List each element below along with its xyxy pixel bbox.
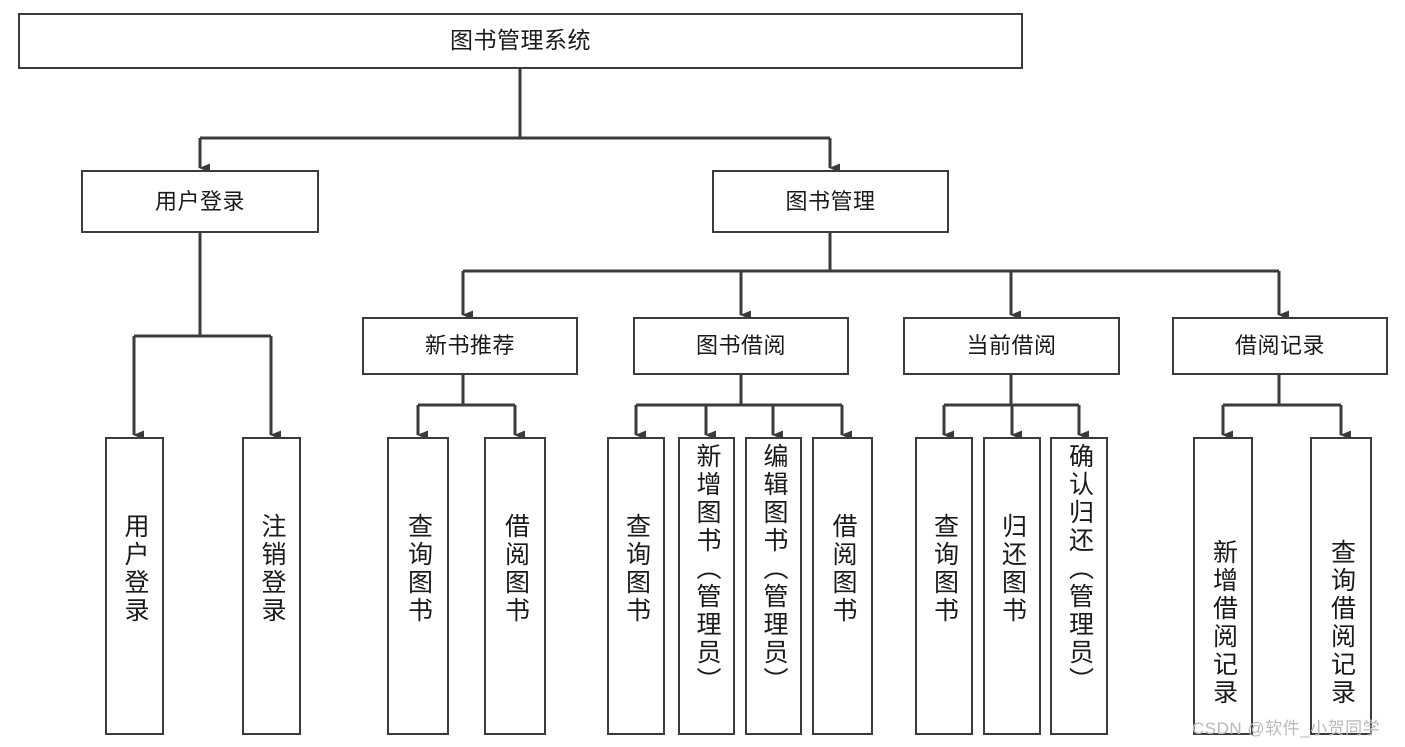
node-user-login: 用户登录 [81, 170, 319, 233]
node-root: 图书管理系统 [18, 13, 1023, 69]
node-label: 用户登录 [154, 188, 245, 214]
node-label: 新增图书（管理员） [693, 443, 721, 695]
node-leaf-query-book-cb: 查询图书 [915, 437, 973, 735]
node-leaf-query-book-bb: 查询图书 [607, 437, 665, 735]
node-leaf-user-login: 用户登录 [105, 437, 164, 735]
node-label: 查询图书 [404, 513, 433, 625]
node-label: 查询图书 [622, 513, 651, 625]
node-leaf-return-book: 归还图书 [983, 437, 1041, 735]
node-book-borrow: 图书借阅 [633, 317, 849, 375]
node-label: 借阅记录 [1234, 333, 1325, 359]
node-leaf-edit-book: 编辑图书（管理员） [745, 437, 802, 735]
node-label: 借阅图书 [501, 513, 530, 625]
node-leaf-confirm-return: 确认归还（管理员） [1050, 437, 1108, 735]
node-label: 查询借阅记录 [1327, 539, 1356, 707]
node-label: 新增借阅记录 [1209, 539, 1238, 707]
node-label: 图书管理 [785, 188, 876, 214]
node-label: 图书管理系统 [450, 27, 591, 54]
node-leaf-add-book: 新增图书（管理员） [678, 437, 735, 735]
node-leaf-borrow-book-bb: 借阅图书 [812, 437, 873, 735]
node-label: 注销登录 [258, 513, 286, 625]
node-label: 借阅图书 [829, 513, 857, 625]
node-label: 查询图书 [930, 513, 959, 625]
node-borrow-record: 借阅记录 [1172, 317, 1388, 375]
node-leaf-add-record: 新增借阅记录 [1193, 437, 1253, 735]
edges [132, 69, 1351, 440]
node-label: 图书借阅 [695, 333, 786, 359]
node-label: 归还图书 [998, 513, 1027, 625]
node-label: 用户登录 [121, 513, 149, 625]
node-leaf-logout: 注销登录 [242, 437, 301, 735]
node-book-manage: 图书管理 [712, 170, 949, 233]
csdn-watermark: CSDN @软件_小贺同学 [1192, 719, 1381, 738]
node-leaf-query-book-rec: 查询图书 [387, 437, 449, 735]
node-label: 编辑图书（管理员） [760, 443, 788, 695]
node-leaf-borrow-book-rec: 借阅图书 [484, 437, 546, 735]
node-label: 新书推荐 [424, 333, 515, 359]
node-label: 当前借阅 [966, 333, 1057, 359]
node-label: 确认归还（管理员） [1065, 443, 1094, 695]
node-leaf-query-record: 查询借阅记录 [1310, 437, 1372, 735]
node-new-book-rec: 新书推荐 [362, 317, 578, 375]
node-current-borrow: 当前借阅 [903, 317, 1120, 375]
